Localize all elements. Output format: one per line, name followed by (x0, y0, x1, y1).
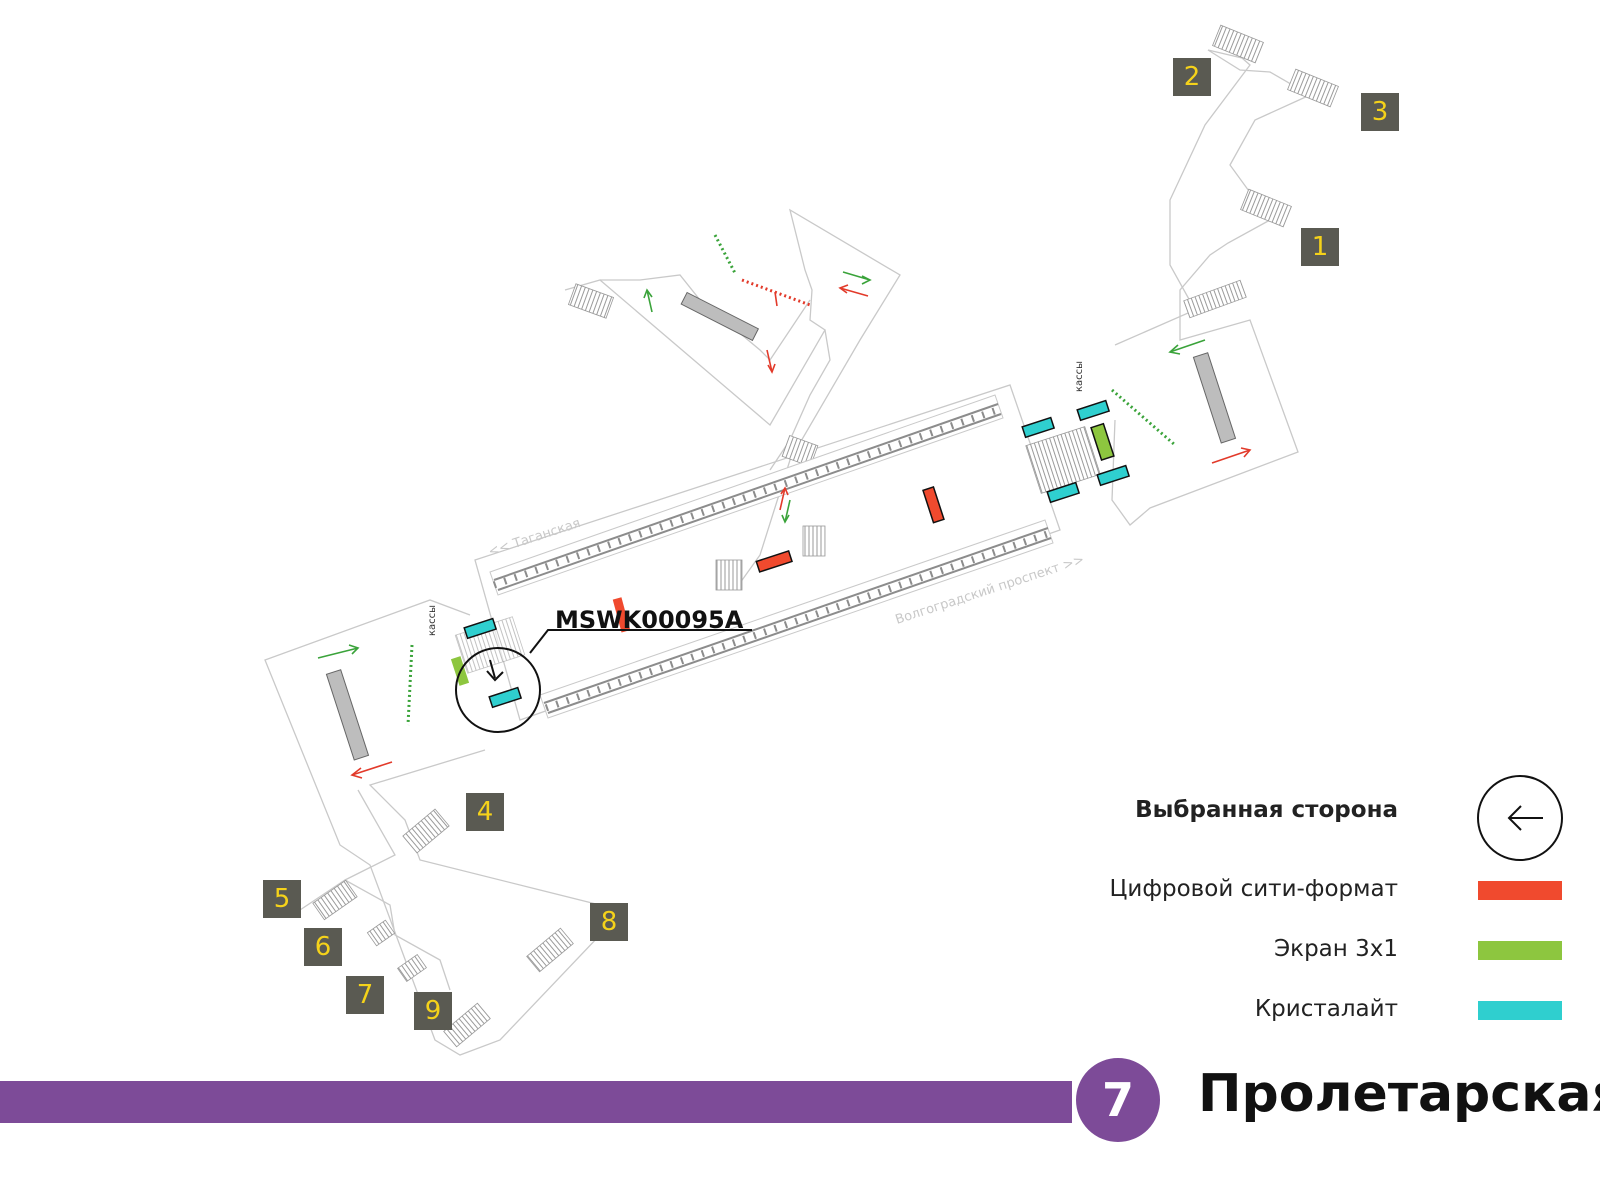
station-name: Пролетарская (1198, 1064, 1600, 1124)
track-south (539, 519, 1054, 719)
legend-label-digital-city-format: Цифровой сити-формат (1109, 876, 1398, 902)
exit-badge-9: 9 (414, 992, 452, 1030)
exit-badge-5: 5 (263, 880, 301, 918)
selected-placement-code: MSWK00095A (555, 606, 744, 634)
escalators (325, 291, 1237, 761)
line-number-badge: 7 (1072, 1054, 1164, 1146)
selected-side-icon (1477, 775, 1563, 861)
selected-marker (455, 629, 752, 733)
legend-label-screen-3x1: Экран 3х1 (1274, 936, 1398, 962)
exit-badge-7: 7 (346, 976, 384, 1014)
station-outline (264, 49, 1312, 1056)
exit-badge-1: 1 (1301, 228, 1339, 266)
track-north (489, 394, 1004, 596)
ad-crystalite (463, 399, 1131, 709)
ad-placements (450, 399, 1131, 709)
legend-title: Выбранная сторона (1135, 797, 1398, 823)
exit-badge-8: 8 (590, 903, 628, 941)
exit-badge-2: 2 (1173, 58, 1211, 96)
exit-badge-6: 6 (304, 928, 342, 966)
metro-line-bar (0, 1081, 1072, 1123)
legend-label-crystalite: Кристалайт (1254, 996, 1398, 1022)
exit-badge-4: 4 (466, 793, 504, 831)
legend-swatch-crystalite (1478, 1001, 1562, 1020)
ticket-office-label-east: кассы (1074, 361, 1085, 392)
flow-arrows (317, 271, 1252, 779)
legend-swatch-digital-city-format (1478, 881, 1562, 900)
turnstiles (406, 234, 1176, 726)
legend-swatch-screen-3x1 (1478, 941, 1562, 960)
ticket-office-label-west: кассы (427, 605, 438, 636)
exit-badge-3: 3 (1361, 93, 1399, 131)
ad-digital-city-format (612, 486, 945, 633)
stairs (312, 24, 1339, 1048)
